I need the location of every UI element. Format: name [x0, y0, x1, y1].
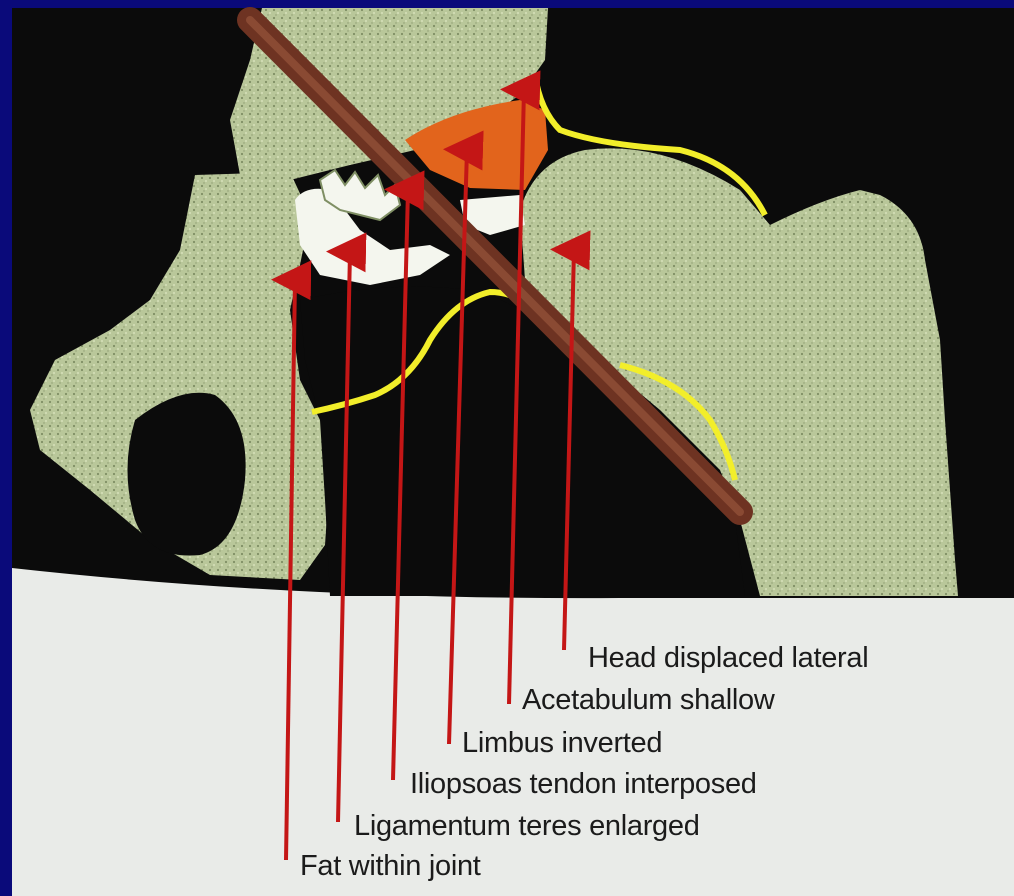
- label-limbus-inverted: Limbus inverted: [462, 729, 662, 758]
- label-iliopsoas-interposed: Iliopsoas tendon interposed: [410, 770, 757, 799]
- obturator-foramen: [128, 393, 246, 556]
- label-head-displaced: Head displaced lateral: [588, 644, 868, 673]
- label-acetabulum-shallow: Acetabulum shallow: [522, 686, 775, 715]
- label-fat-within-joint: Fat within joint: [300, 852, 481, 881]
- label-ligamentum-teres: Ligamentum teres enlarged: [354, 812, 700, 841]
